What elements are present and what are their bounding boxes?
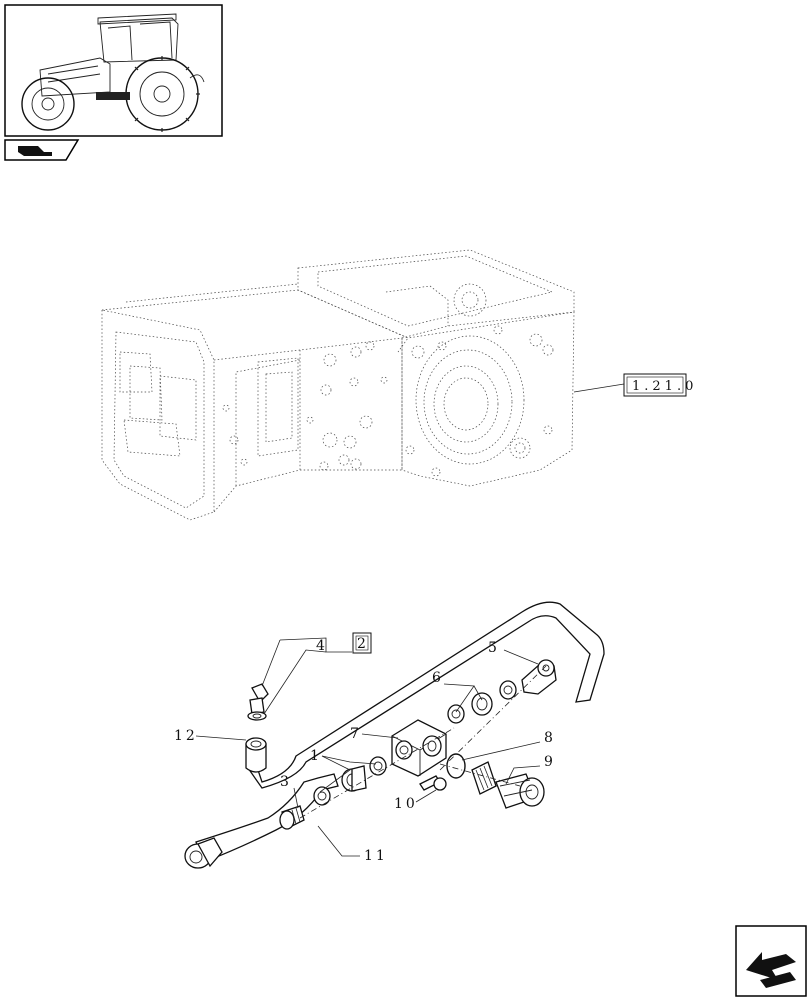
callout-6: 6 [432,670,444,686]
callout-9: 9 [544,754,556,770]
reference-box-small: 2 [352,632,372,654]
next-page-arrow-icon[interactable] [735,925,807,997]
callout-5: 5 [488,640,500,656]
callout-10: 10 [394,796,418,812]
reference-label-small: 2 [357,636,369,652]
callouts: 4 2 5 6 12 7 8 1 9 3 10 11 [174,632,556,864]
tractor-thumbnail [4,4,223,137]
callout-4: 4 [316,638,328,654]
callout-12: 12 [174,728,198,744]
section-tab-icon [4,139,80,161]
callout-7: 7 [350,726,362,742]
callout-11: 11 [364,848,388,864]
hydraulic-assembly [184,601,605,869]
callout-3: 3 [280,774,292,790]
callout-1: 1 [310,748,322,764]
transmission-housing [101,249,575,521]
reference-label-main: 1.21.0 [632,379,697,394]
callout-8: 8 [544,730,556,746]
callout-leaders [195,637,541,857]
reference-box-main: 1.21.0 [573,373,697,397]
